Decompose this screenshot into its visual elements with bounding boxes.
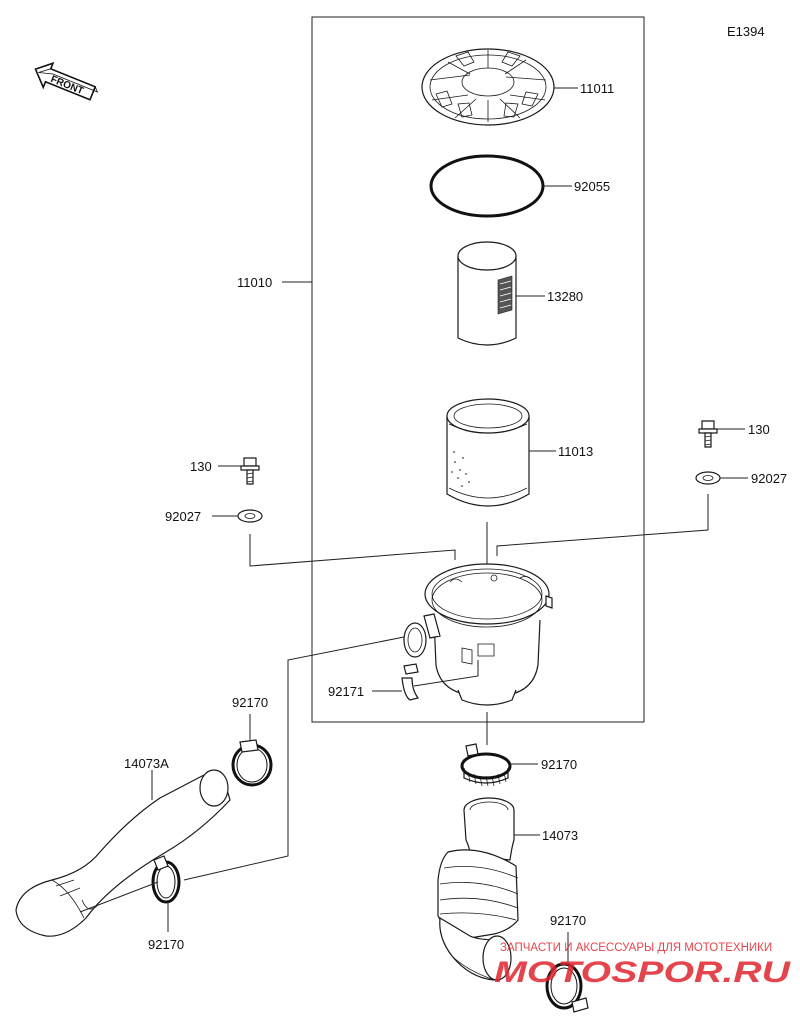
front-arrow-icon: FRONT [34, 61, 99, 101]
part-14073-hose [437, 797, 519, 981]
callout-11013: 11013 [558, 444, 593, 459]
watermark-brand: MOTOSPOR.RU [494, 956, 792, 989]
callout-130-right: 130 [748, 422, 770, 437]
assembly-bracket [282, 16, 645, 723]
watermark-subtitle: ЗАПЧАСТИ И АКСЕССУАРЫ ДЛЯ МОТОТЕХНИКИ [500, 942, 772, 954]
part-11011-cover [421, 48, 555, 126]
leader-right-bolt [496, 494, 709, 556]
callout-92170-bottom-right: 92170 [550, 913, 586, 928]
callout-92170-mid: 92170 [541, 757, 577, 772]
part-13280-prefilter [457, 241, 517, 346]
callout-11011: 11011 [580, 81, 614, 96]
callout-13280: 13280 [547, 289, 583, 304]
diagram-code: E1394 [727, 24, 765, 39]
callout-92055: 92055 [574, 179, 610, 194]
callout-92170-top: 92170 [232, 695, 268, 710]
part-92171-clip [401, 663, 420, 701]
callout-92027-left: 92027 [165, 509, 201, 524]
part-92170-clamp-bottomright [545, 962, 589, 1013]
callout-92027-right: 92027 [751, 471, 787, 486]
callout-14073A: 14073A [124, 756, 169, 771]
callout-14073: 14073 [542, 828, 578, 843]
leader-case-to-14073A [183, 636, 405, 881]
callout-130-left: 130 [190, 459, 212, 474]
part-air-cleaner-case [403, 563, 553, 706]
part-130-bolt-left [240, 457, 260, 485]
part-92027-washer-right [695, 471, 721, 485]
part-92170-clamp-top [231, 739, 273, 787]
part-11013-element [446, 398, 530, 507]
callout-11010: 11010 [237, 275, 272, 290]
leader-left-bolt [249, 534, 456, 567]
part-14073A-duct [15, 769, 231, 937]
part-92170-clamp-midleft [151, 855, 181, 904]
watermark: ЗАПЧАСТИ И АКСЕССУАРЫ ДЛЯ МОТОТЕХНИКИ MO… [494, 942, 792, 989]
part-130-bolt-right [698, 420, 718, 448]
part-92170-clamp-mid [460, 743, 512, 787]
part-92055-o-ring [429, 154, 545, 218]
callout-92170-bottom-left: 92170 [148, 937, 184, 952]
callout-92171: 92171 [328, 684, 364, 699]
part-92027-washer-left [237, 509, 263, 523]
